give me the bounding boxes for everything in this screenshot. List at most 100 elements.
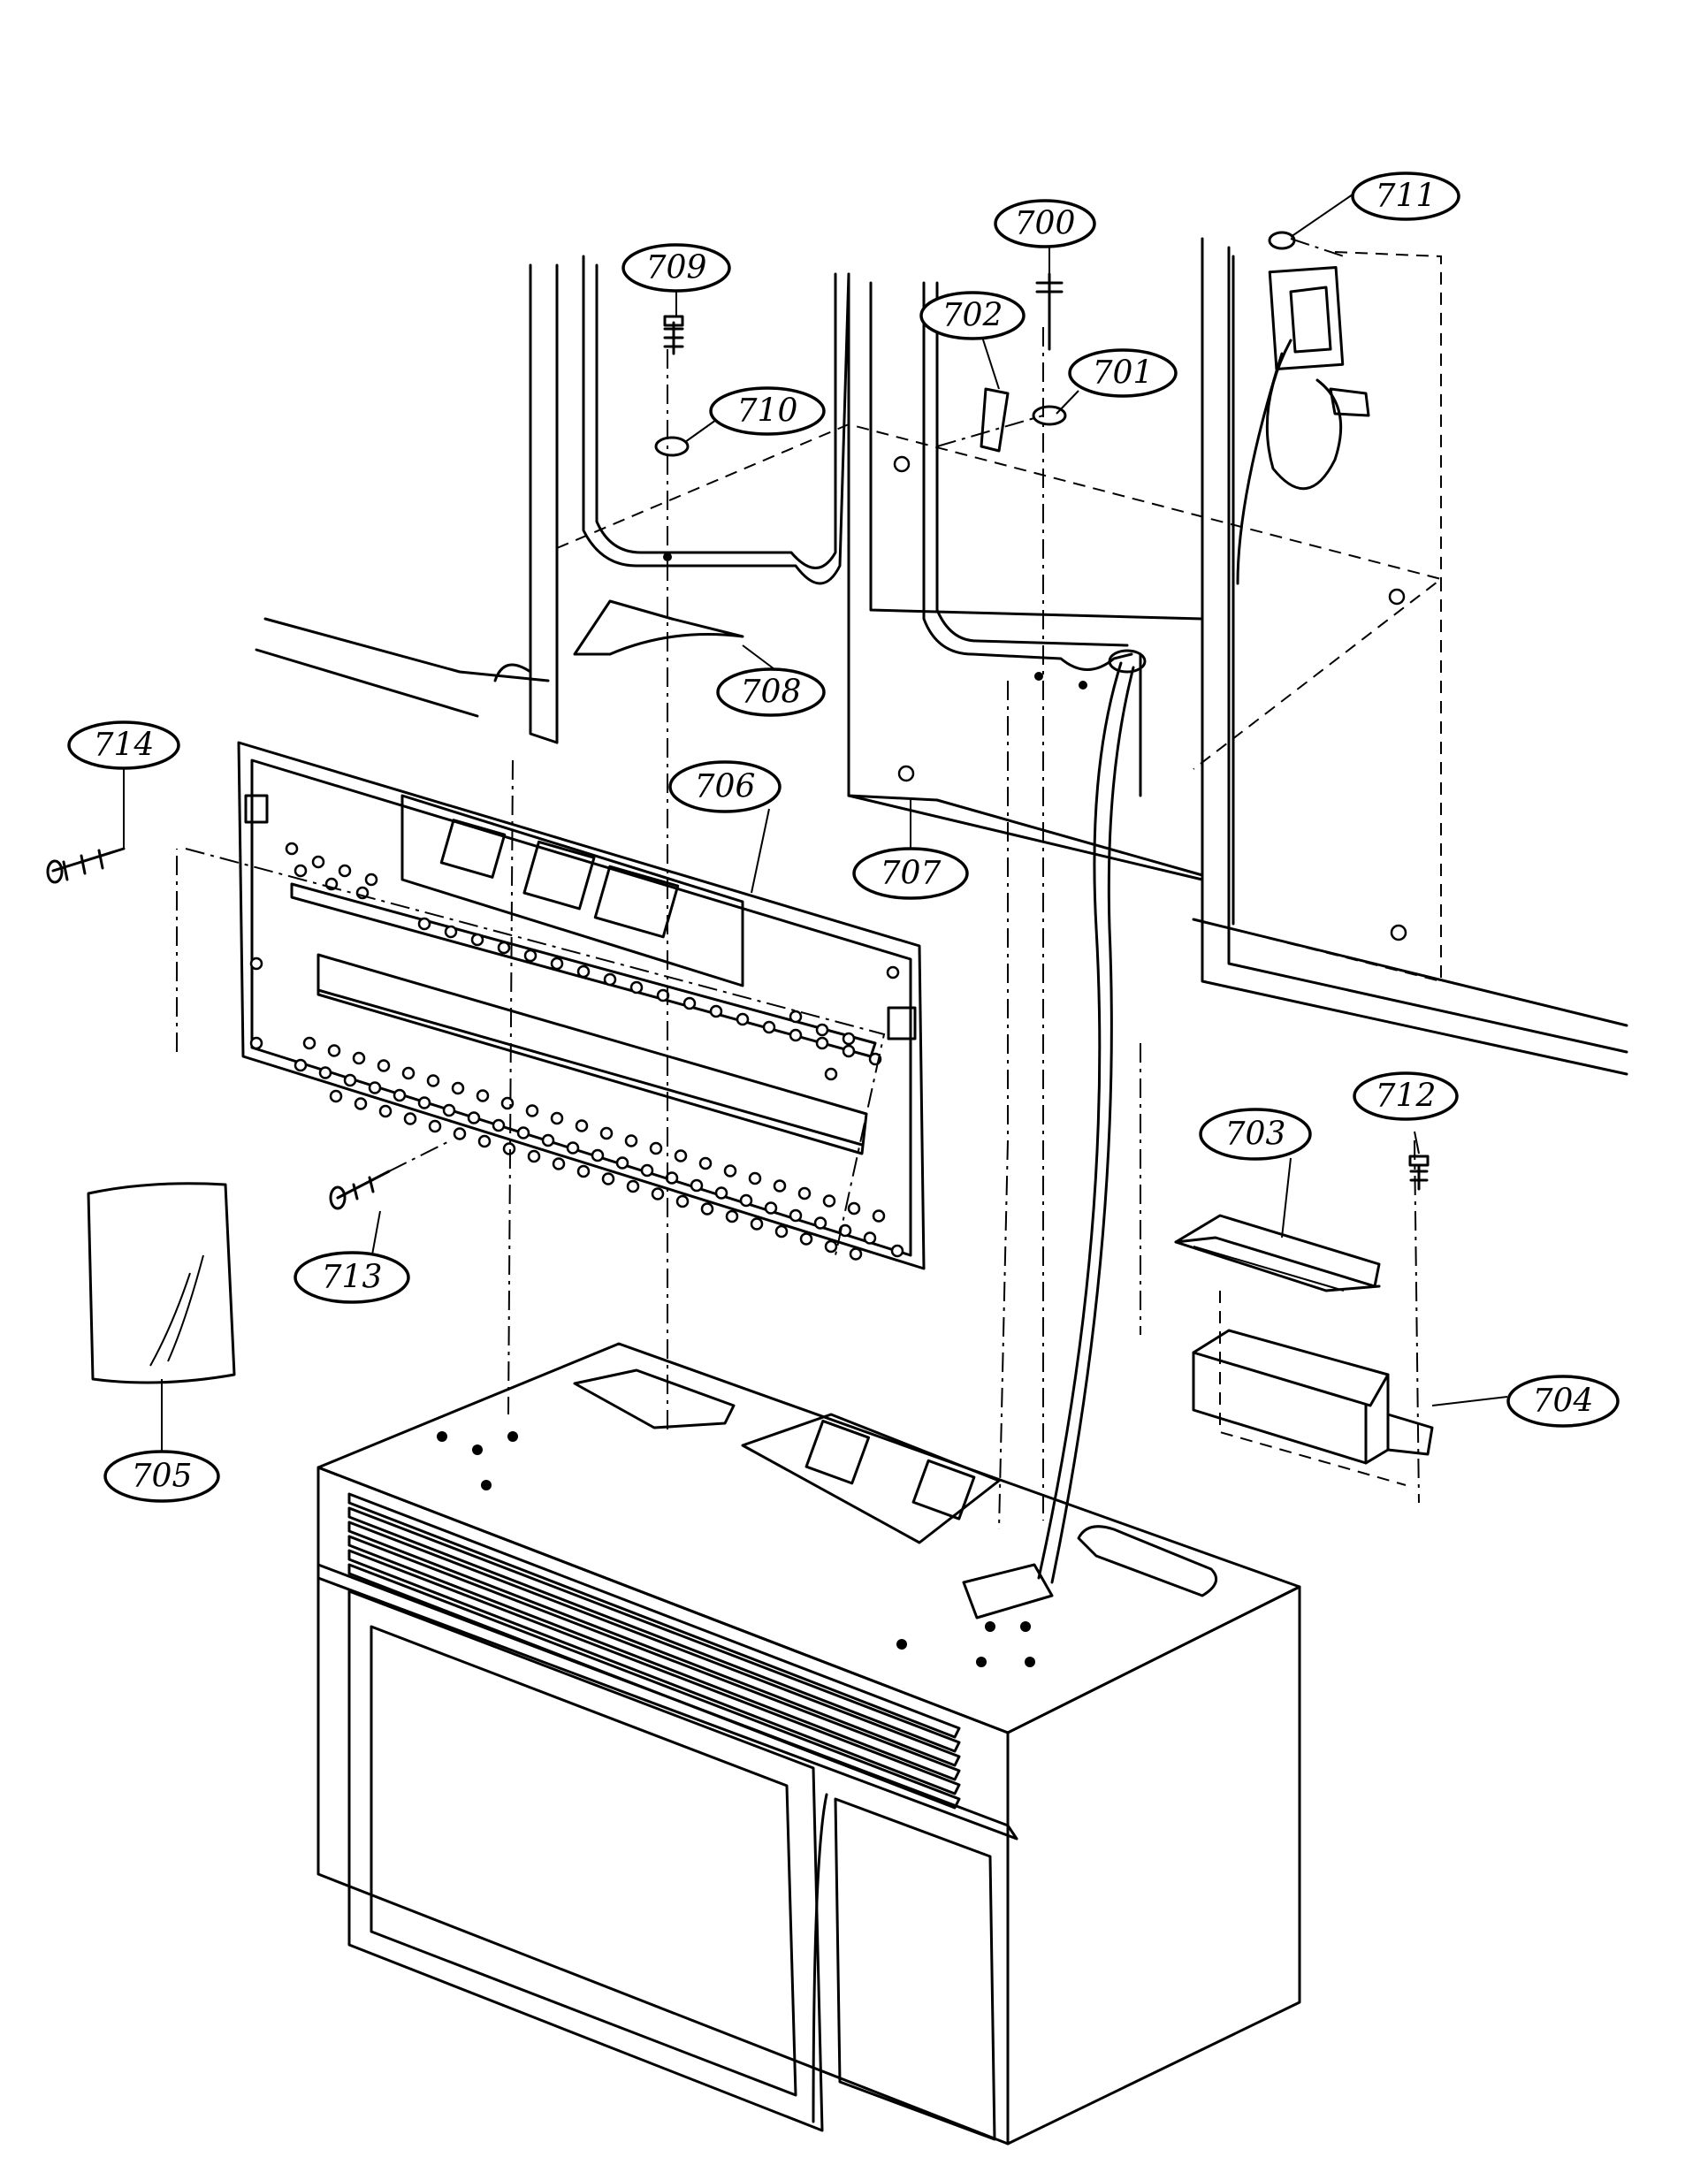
plate-hole: [748, 1171, 762, 1185]
callout-706: 706: [668, 760, 782, 813]
part-708-template: [573, 599, 744, 656]
microwave-oven: [316, 1342, 1301, 2146]
plate-hole: [403, 1112, 417, 1125]
plate-hole: [338, 864, 352, 878]
plate-hole: [576, 964, 591, 979]
callout-707: 707: [852, 847, 969, 900]
plate-hole: [709, 1004, 723, 1018]
plate-hole: [773, 1179, 787, 1193]
plate-hole: [615, 1156, 629, 1170]
plate-hole: [442, 1103, 456, 1117]
plate-hole: [523, 949, 538, 963]
part-706-mounting-plate: [237, 741, 926, 1270]
plate-hole: [377, 1059, 391, 1072]
plate-hole: [285, 842, 299, 856]
part-704-cord-box: [1192, 1291, 1434, 1486]
plate-hole: [762, 1020, 776, 1034]
plate-hole: [736, 1012, 750, 1026]
assembly-leader-lines: [176, 238, 1420, 1530]
plate-hole: [477, 1134, 492, 1148]
plate-hole: [842, 1044, 856, 1058]
plate-hole: [352, 1051, 366, 1065]
plate-hole: [294, 1058, 308, 1072]
callout-leaders: [123, 194, 1508, 1454]
plate-hole: [302, 1036, 316, 1050]
svg-text:713: 713: [322, 1260, 383, 1296]
plate-hole: [311, 855, 325, 869]
plate-hole: [815, 1036, 829, 1050]
plate-hole: [700, 1202, 714, 1216]
vent-slat: [347, 1521, 961, 1767]
plate-hole: [393, 1088, 407, 1102]
plate-hole: [343, 1073, 357, 1087]
plate-hole: [797, 1186, 812, 1200]
plate-hole: [640, 1163, 654, 1178]
plate-hole: [624, 1134, 638, 1147]
plate-hole: [824, 1239, 838, 1254]
callout-700: 700: [994, 199, 1096, 248]
plate-hole: [249, 1036, 263, 1050]
plate-hole: [714, 1186, 728, 1200]
plate-hole: [815, 1023, 829, 1037]
plate-hole: [550, 957, 564, 971]
plate-hole: [525, 1104, 539, 1117]
callout-703: 703: [1199, 1108, 1312, 1161]
plate-hole: [467, 1111, 481, 1124]
svg-text:703: 703: [1225, 1117, 1286, 1153]
callout-708: 708: [716, 667, 826, 717]
plate-hole: [863, 1231, 877, 1245]
plate-hole: [516, 1126, 530, 1139]
plate-hole: [417, 917, 431, 931]
plate-hole: [849, 1247, 863, 1261]
upper-cabinets: [255, 237, 1628, 1076]
plate-hole: [476, 1089, 490, 1102]
plate-hole: [401, 1066, 416, 1080]
svg-text:709: 709: [646, 250, 707, 286]
plate-hole: [364, 873, 378, 887]
callout-701: 701: [1068, 348, 1178, 398]
svg-text:711: 711: [1376, 179, 1437, 215]
plate-hole: [886, 965, 900, 979]
callout-714: 714: [67, 720, 180, 770]
svg-text:701: 701: [1093, 355, 1154, 392]
callout-709: 709: [621, 243, 731, 293]
plate-hole: [690, 1178, 704, 1193]
plate-hole: [739, 1193, 753, 1208]
svg-text:702: 702: [942, 298, 1003, 334]
callout-702: 702: [919, 291, 1026, 340]
vent-slat: [347, 1506, 961, 1753]
plate-hole: [426, 1074, 440, 1087]
plate-hole: [354, 1097, 368, 1110]
plate-hole: [824, 1067, 838, 1081]
plate-hole: [842, 1032, 856, 1046]
plate-hole: [502, 1142, 516, 1155]
callout-713: 713: [294, 1251, 410, 1304]
svg-text:707: 707: [881, 856, 942, 892]
vent-slat: [347, 1535, 961, 1781]
callout-704: 704: [1506, 1375, 1620, 1428]
callout-705: 705: [103, 1450, 220, 1503]
plate-hole: [872, 1209, 886, 1223]
plate-hole: [890, 1244, 904, 1258]
plate-hole: [470, 933, 484, 947]
plate-hole: [838, 1223, 852, 1238]
plate-hole: [417, 1096, 431, 1109]
svg-text:705: 705: [132, 1459, 193, 1495]
plate-hole: [629, 980, 644, 995]
svg-text:712: 712: [1376, 1078, 1437, 1115]
power-cord: [1037, 661, 1135, 1584]
plate-hole: [378, 1104, 393, 1118]
vent-slat: [347, 1563, 961, 1810]
svg-text:710: 710: [737, 393, 798, 430]
plate-hole: [649, 1141, 663, 1155]
plate-hole: [368, 1081, 382, 1094]
plate-hole: [847, 1201, 861, 1216]
vent-slat: [347, 1549, 961, 1795]
plate-hole: [453, 1127, 467, 1140]
plate-hole: [329, 1089, 343, 1103]
plate-hole: [492, 1118, 506, 1132]
plate-hole: [750, 1217, 764, 1231]
svg-text:700: 700: [1015, 206, 1076, 242]
plate-hole: [799, 1232, 813, 1246]
